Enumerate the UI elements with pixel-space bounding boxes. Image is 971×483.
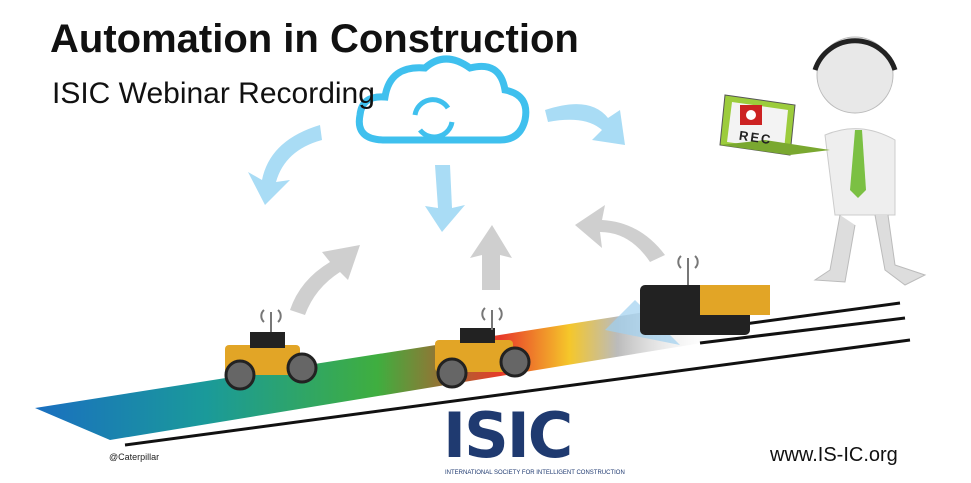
road-line <box>124 338 911 447</box>
arrow-icon <box>545 104 625 145</box>
slide-subtitle: ISIC Webinar Recording <box>52 77 375 110</box>
isic-logo-tagline: INTERNATIONAL SOCIETY FOR INTELLIGENT CO… <box>445 470 625 476</box>
roller-compactor-2 <box>435 307 531 389</box>
arrow-icon <box>470 225 512 290</box>
cloud-sync-icon <box>355 55 530 144</box>
asphalt-paver <box>605 255 770 345</box>
wireless-signal-icon <box>677 255 699 285</box>
photo-credit: @Caterpillar <box>109 452 160 462</box>
arrow-icon <box>575 205 665 262</box>
head <box>816 36 894 114</box>
laptop-keyboard <box>720 140 830 155</box>
isic-logo: ISIC <box>443 399 573 472</box>
arrow-icon <box>290 245 360 315</box>
tie <box>850 130 866 198</box>
compaction-map-strip <box>35 305 720 440</box>
arrow-icon <box>248 125 322 205</box>
arrow-icon <box>425 165 465 232</box>
website-link[interactable]: www.IS-IC.org <box>770 444 898 466</box>
person-with-laptop <box>719 36 927 286</box>
data-arrows <box>290 205 665 315</box>
upload-arrows <box>248 104 625 232</box>
road-line <box>699 316 906 345</box>
wireless-signal-icon <box>260 309 282 332</box>
headset-icon <box>812 38 898 71</box>
wireless-signal-icon <box>481 307 503 330</box>
roller-compactor-1 <box>224 309 318 391</box>
slide-title: Automation in Construction <box>50 17 579 61</box>
